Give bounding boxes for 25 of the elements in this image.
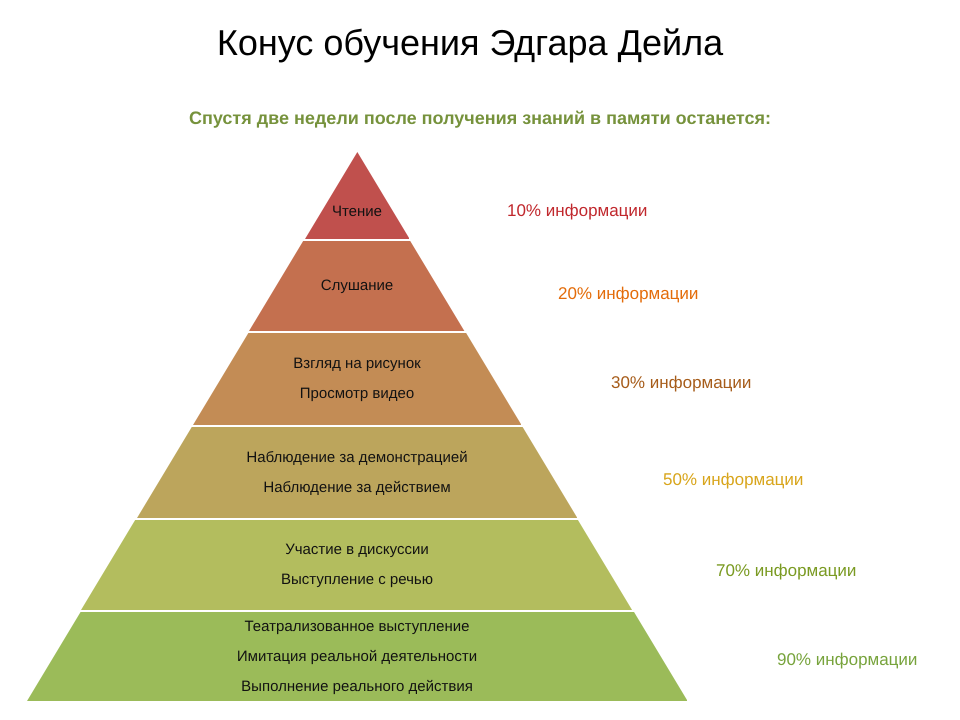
title: Конус обучения Эдгара Дейла xyxy=(216,22,724,64)
tier-text: Чтение xyxy=(332,202,382,222)
pyramid-tier xyxy=(81,520,633,610)
tier-text: Выполнение реального действия xyxy=(241,676,473,696)
percentage-label: 20% информации xyxy=(558,284,698,304)
tier-text: Просмотр видео xyxy=(300,384,414,404)
percentage-label: 70% информации xyxy=(716,561,856,581)
tier-text: Театрализованное выступление xyxy=(244,616,470,636)
pyramid-tier xyxy=(136,427,578,518)
tier-text: Выступление с речью xyxy=(281,570,433,590)
tier-text: Взгляд на рисунок xyxy=(293,354,421,374)
tier-text: Участие в дискуссии xyxy=(285,540,429,560)
pyramid-tier xyxy=(249,241,465,331)
pyramid-tier xyxy=(26,612,688,701)
tier-text: Имитация реальной деятельности xyxy=(236,646,478,666)
percentage-label: 10% информации xyxy=(507,201,648,221)
pyramid-tier xyxy=(304,152,410,239)
tier-text: Слушание xyxy=(320,276,394,296)
subtitle: Спустя две недели после получения знаний в памяти останется: xyxy=(188,108,772,129)
percentage-label: 90% информации xyxy=(777,650,918,670)
tier-text: Наблюдение за демонстрацией xyxy=(246,448,468,468)
tier-text: Наблюдение за действием xyxy=(263,478,451,498)
percentage-label: 50% информации xyxy=(663,470,804,490)
pyramid-tier xyxy=(192,333,522,425)
percentage-label: 30% информации xyxy=(611,373,752,393)
